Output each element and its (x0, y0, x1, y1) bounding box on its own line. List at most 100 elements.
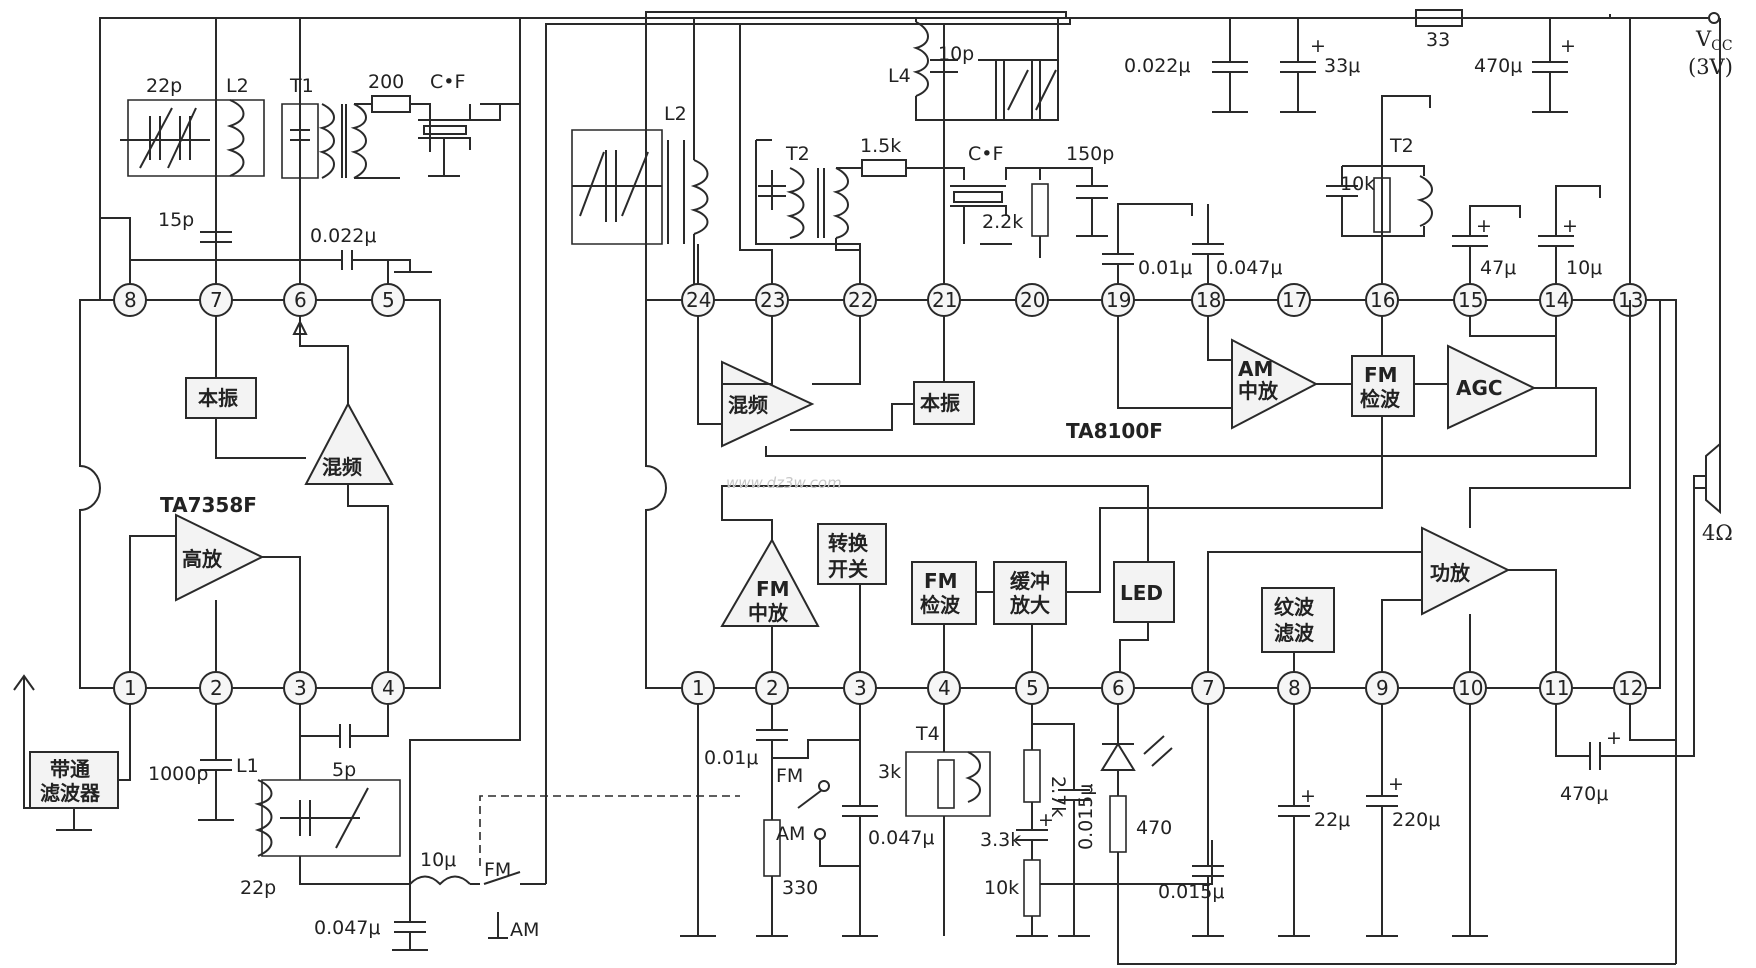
chip1-external: 15p 22p L2 T1 200 C•F 0.022μ 1000p 5p L1… (99, 17, 740, 951)
r470-label: 470 (1136, 817, 1172, 839)
c220u-label: 220μ (1392, 809, 1440, 831)
led-label: LED (1120, 581, 1163, 605)
fm-if-triangle (720, 537, 820, 627)
am-if-1: AM (1238, 357, 1273, 381)
c1000p-label: 1000p (148, 763, 208, 785)
svg-text:12: 12 (1618, 676, 1643, 700)
svg-text:20: 20 (1020, 288, 1045, 312)
chip2-osc-block (913, 381, 975, 425)
svg-text:+: + (1038, 809, 1054, 831)
fm-det2-2: 检波 (920, 593, 961, 617)
c0047-left-label: 0.047μ (314, 917, 380, 939)
chip-ta8100f: TA8100F (645, 299, 1661, 689)
switch-1: 转换 (828, 531, 869, 555)
chip1-rf-amp-label: 高放 (182, 547, 223, 571)
svg-text:3: 3 (854, 676, 867, 700)
svg-text:1: 1 (692, 676, 705, 700)
buffer-1: 缓冲 (1010, 569, 1050, 593)
svg-text:14: 14 (1544, 288, 1569, 312)
cf-mid-label: C•F (968, 143, 1003, 165)
l1-label: L1 (236, 755, 259, 777)
fm-det-2: 检波 (1360, 387, 1401, 411)
vcc-label: VCC (1695, 27, 1733, 54)
chip1-pin-5: 5 (382, 288, 395, 312)
c33u-label: 33μ (1324, 55, 1360, 77)
svg-text:7: 7 (1202, 676, 1215, 700)
r2k2-label: 2.2k (982, 211, 1023, 233)
svg-text:+: + (1476, 215, 1492, 237)
c001-label: 0.01μ (1138, 257, 1192, 279)
svg-text:+: + (1310, 35, 1326, 57)
chip2-mixer-label: 混频 (728, 393, 768, 417)
c0047-mid-label: 0.047μ (1216, 257, 1282, 279)
chip2-lower-internal: FM 中放 转换 开关 FM 检波 缓冲 放大 LED 纹波 滤波 功放 (720, 316, 1631, 672)
am-if-triangle (1231, 338, 1319, 430)
c470u-top-label: 470μ (1474, 55, 1522, 77)
svg-text:23: 23 (760, 288, 785, 312)
ripple-1: 纹波 (1274, 595, 1315, 619)
svg-text:+: + (1300, 785, 1316, 807)
r3k-label: 3k (878, 761, 901, 783)
l2-left-label: L2 (226, 75, 249, 97)
svg-text:4: 4 (938, 676, 951, 700)
switch-am-b: AM (510, 919, 539, 941)
chip1-name: TA7358F (160, 493, 257, 517)
chip1-internal: 本振 混频 高放 (129, 316, 394, 672)
switch-block (817, 523, 887, 585)
r200-label: 200 (368, 71, 404, 93)
c10u-label: 10μ (1566, 257, 1602, 279)
cf-left-label: C•F (430, 71, 465, 93)
fm-det-1: FM (1364, 363, 1398, 387)
t2-left-label: T2 (785, 143, 810, 165)
c0022-right-label: 0.022μ (1124, 55, 1190, 77)
c22u-label: 22μ (1314, 809, 1350, 831)
vcc-volts: (3V) (1688, 55, 1733, 79)
t1-label: T1 (289, 75, 314, 97)
svg-text:21: 21 (932, 288, 957, 312)
chip2-top-external: L2 T2 1.5k C•F 150p 2.2k L4 10p 0.022μ (520, 9, 1733, 884)
c0047-bot-label: 0.047μ (868, 827, 934, 849)
chip2-osc-label: 本振 (920, 391, 960, 415)
r10k-t2-label: 10k (1340, 173, 1375, 195)
c15p-label: 15p (158, 209, 194, 231)
c5p-label: 5p (332, 759, 356, 781)
chip1-pin-4: 4 (382, 676, 395, 700)
r1k5-label: 1.5k (860, 135, 901, 157)
svg-text:16: 16 (1370, 288, 1395, 312)
chip1-top-pins: 8 7 6 5 (113, 283, 405, 317)
chip2-bottom-pins: 1 2 3 4 5 6 7 8 9 10 11 12 (681, 671, 1647, 705)
l2-mid-label: L2 (664, 103, 687, 125)
svg-text:8: 8 (1288, 676, 1301, 700)
switch-am-a: AM (776, 823, 805, 845)
agc-triangle (1447, 344, 1537, 430)
svg-text:11: 11 (1544, 676, 1569, 700)
svg-text:17: 17 (1282, 288, 1307, 312)
l10u-label: 10μ (420, 849, 456, 871)
svg-text:+: + (1606, 727, 1622, 749)
fm-if-1: FM (756, 577, 790, 601)
chip1-pin-7: 7 (210, 288, 223, 312)
svg-text:+: + (1560, 35, 1576, 57)
switch-2: 开关 (828, 557, 868, 581)
ripple-filter-block (1261, 587, 1335, 653)
t4-label: T4 (915, 723, 940, 745)
agc-label: AGC (1456, 376, 1503, 400)
svg-text:+: + (1388, 773, 1404, 795)
c0022-left-label: 0.022μ (310, 225, 376, 247)
r330-label: 330 (782, 877, 818, 899)
chip2-bottom-external: 0.01μ 330 FM AM 0.047μ 3k T4 2.7k + 3.3k… (680, 18, 1733, 965)
c22p-top-label: 22p (146, 75, 182, 97)
fm-if-2: 中放 (748, 601, 789, 625)
chip1-osc-block (185, 377, 257, 419)
fm-det2-block (911, 561, 977, 625)
svg-text:19: 19 (1106, 288, 1131, 312)
c0015-a-label: 0.015μ (1075, 784, 1097, 850)
svg-text:18: 18 (1196, 288, 1221, 312)
antenna-and-filter: 带通 滤波器 (13, 674, 131, 831)
c470u-out-label: 470μ (1560, 783, 1608, 805)
pot10k-label: 10k (984, 877, 1019, 899)
buffer-2: 放大 (1009, 593, 1050, 617)
svg-text:24: 24 (686, 288, 711, 312)
chip1-osc-label: 本振 (198, 386, 238, 410)
